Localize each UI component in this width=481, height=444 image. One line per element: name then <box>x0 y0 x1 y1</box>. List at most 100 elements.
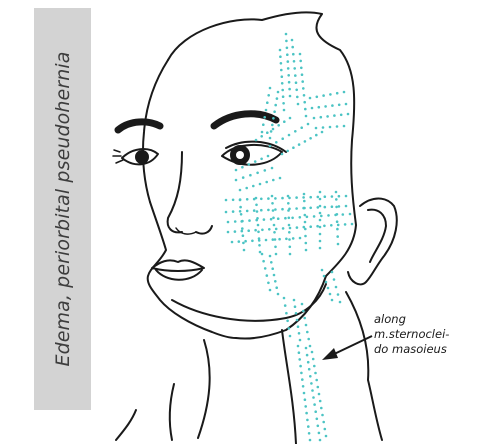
dot <box>272 217 275 220</box>
dot <box>256 217 259 220</box>
dot <box>299 53 302 56</box>
dot <box>269 289 272 292</box>
dot <box>265 181 268 184</box>
dot <box>320 407 323 410</box>
dot <box>303 317 306 320</box>
dot <box>330 224 333 227</box>
dot <box>317 425 320 428</box>
dot <box>331 104 334 107</box>
dot <box>240 213 243 216</box>
dot <box>336 213 339 216</box>
dot <box>296 319 299 322</box>
dot <box>275 286 278 289</box>
dot <box>317 196 320 199</box>
dot <box>234 230 237 233</box>
dot <box>270 130 273 133</box>
annotation-line-3: do masoieus <box>374 342 478 357</box>
dot <box>239 189 242 192</box>
dot <box>298 358 301 361</box>
dot <box>263 116 266 119</box>
dot <box>279 177 282 180</box>
dot <box>344 223 347 226</box>
dot <box>295 89 298 92</box>
dot <box>322 421 325 424</box>
dot <box>239 199 242 202</box>
dot <box>319 198 322 201</box>
dot <box>339 301 342 304</box>
dot <box>244 240 247 243</box>
dot <box>325 281 328 284</box>
dot <box>322 126 325 129</box>
dot <box>283 120 286 123</box>
dot <box>282 227 285 230</box>
dot <box>303 94 306 97</box>
dot <box>294 130 297 133</box>
dot <box>345 195 348 198</box>
dot <box>304 140 307 143</box>
dot <box>313 365 316 368</box>
dot <box>298 351 301 354</box>
dot <box>310 382 313 385</box>
dot <box>304 214 307 217</box>
dot <box>311 107 314 110</box>
neck-left <box>198 340 210 438</box>
dot <box>303 193 306 196</box>
dot <box>319 439 322 442</box>
dot <box>281 153 284 156</box>
dot <box>302 87 305 90</box>
dot <box>272 117 275 120</box>
dot <box>267 94 270 97</box>
dot <box>301 303 304 306</box>
dot <box>264 267 267 270</box>
dot <box>277 91 280 94</box>
dot <box>294 305 297 308</box>
dot <box>314 410 317 413</box>
dot <box>327 287 330 290</box>
dot <box>319 219 322 222</box>
dot <box>274 238 277 241</box>
dot <box>315 379 318 382</box>
dot <box>351 223 354 226</box>
dot <box>306 419 309 422</box>
dot <box>331 195 334 198</box>
dot <box>289 117 292 120</box>
dot <box>319 240 322 243</box>
dot <box>295 207 298 210</box>
dot <box>286 150 289 153</box>
dot <box>288 231 291 234</box>
dot <box>335 286 338 289</box>
dot <box>269 87 272 90</box>
dot <box>336 228 339 231</box>
dot <box>286 47 289 50</box>
dot <box>261 131 264 134</box>
dot <box>284 304 287 307</box>
dot <box>343 91 346 94</box>
dot <box>235 179 238 182</box>
dot <box>309 439 312 442</box>
dot <box>253 209 256 212</box>
dot <box>324 195 327 198</box>
dot <box>299 365 302 368</box>
dot <box>309 375 312 378</box>
dot <box>295 81 298 84</box>
dot <box>273 110 276 113</box>
dot <box>333 278 336 281</box>
dot <box>305 115 308 118</box>
dot <box>242 242 245 245</box>
dot <box>300 372 303 375</box>
dot <box>318 393 321 396</box>
dot <box>320 116 323 119</box>
annotation-line-1: along <box>374 312 478 327</box>
dot <box>324 206 327 209</box>
dot <box>304 108 307 111</box>
forehead-line <box>143 60 168 202</box>
dot <box>319 226 322 229</box>
dot <box>319 400 322 403</box>
dot <box>343 125 346 128</box>
dot <box>321 269 324 272</box>
dot <box>291 217 294 220</box>
dot <box>309 207 312 210</box>
dot <box>281 197 284 200</box>
dot <box>289 246 292 249</box>
dot <box>337 224 340 227</box>
